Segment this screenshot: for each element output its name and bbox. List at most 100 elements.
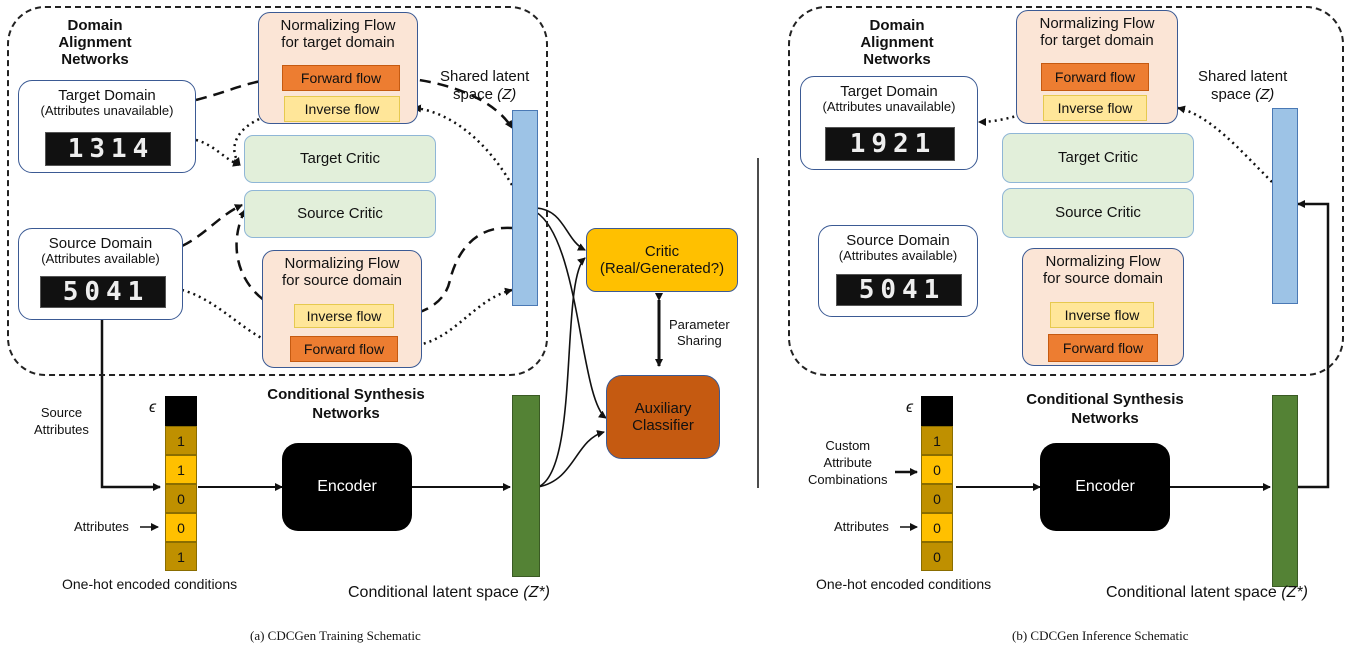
source-to-forward-dotted — [181, 288, 283, 349]
left-aux-line2: Classifier — [632, 417, 694, 434]
right-shared-latent-line2: space (Z) — [1210, 86, 1275, 103]
right-onehot-cell-1: 1 — [921, 426, 953, 455]
left-nf-source-forward: Forward flow — [290, 336, 398, 362]
left-noise-cell — [165, 396, 197, 426]
left-attributes-label: Attributes — [74, 519, 129, 534]
left-epsilon: ϵ — [149, 399, 157, 416]
right-conditional-latent-bar — [1272, 395, 1298, 587]
right-source-digit-3: 4 — [902, 275, 918, 305]
right-nf-source-title1: Normalizing Flow — [1045, 253, 1161, 270]
left-synthesis-line1: Conditional Synthesis — [267, 386, 425, 403]
right-alignment-region — [788, 6, 1344, 376]
right-region-title: Domain Alignment Networks — [860, 17, 934, 68]
right-shared-latent-line1: Shared latent — [1198, 68, 1288, 85]
latent-to-inverse-dotted — [413, 104, 514, 186]
left-source-domain-subtitle: (Attributes available) — [41, 251, 160, 267]
left-synthesis-title: Conditional Synthesis Networks — [246, 386, 446, 424]
right-onehot-cell-5: 0 — [921, 542, 953, 571]
left-source-digits-image: 5 0 4 1 — [40, 276, 166, 308]
right-attributes-label: Attributes — [834, 519, 889, 534]
right-onehot-cell-4: 0 — [921, 513, 953, 542]
left-shared-latent-line2: space (Z) — [452, 86, 517, 103]
left-param-sharing-line1: Parameter — [669, 317, 730, 332]
r-latent-to-inverse-dotted — [1177, 105, 1273, 183]
left-nf-source-title1: Normalizing Flow — [284, 255, 400, 272]
left-shared-latent-var: (Z) — [497, 86, 517, 103]
right-shared-latent-label: Shared latent space (Z) — [1198, 68, 1287, 104]
right-nf-target-forward: Forward flow — [1041, 63, 1149, 91]
right-epsilon: ϵ — [906, 399, 914, 416]
right-source-domain-title: Source Domain — [846, 232, 950, 249]
right-target-domain-title: Target Domain — [840, 83, 938, 100]
left-cond-latent-label: Conditional latent space (Z*) — [348, 584, 550, 602]
left-nf-target-title1: Normalizing Flow — [280, 17, 396, 34]
cond-to-aux-arrow — [537, 430, 605, 488]
right-encoder: Encoder — [1040, 443, 1170, 531]
left-region-title: Domain Alignment Networks — [58, 17, 132, 68]
right-source-digit-4: 1 — [923, 275, 940, 305]
right-nf-target-title1: Normalizing Flow — [1039, 15, 1155, 32]
left-synthesis-line2: Networks — [312, 404, 380, 422]
left-source-attributes-label: Source Attributes — [34, 405, 89, 439]
left-source-digit-4: 1 — [127, 277, 144, 307]
left-param-sharing-label: Parameter Sharing — [669, 317, 730, 348]
left-shared-latent-line1: Shared latent — [440, 68, 530, 85]
left-cond-latent-var: (Z*) — [523, 584, 550, 601]
right-target-digit-3: 2 — [893, 129, 909, 159]
left-onehot-cell-3: 0 — [165, 484, 197, 513]
right-synthesis-line2: Networks — [1071, 409, 1139, 427]
left-critic-gen-line2: (Real/Generated?) — [599, 260, 725, 277]
right-shared-latent-bar — [1272, 108, 1298, 304]
left-auxiliary-classifier: Auxiliary Classifier — [606, 375, 720, 459]
left-onehot-cell-5: 1 — [165, 542, 197, 571]
right-target-domain-subtitle: (Attributes unavailable) — [822, 99, 956, 115]
forward-to-latent-arrow — [401, 76, 514, 129]
left-shared-latent-bar — [512, 110, 538, 306]
right-synthesis-title: Conditional Synthesis Networks — [1010, 391, 1200, 429]
left-nf-source-inverse: Inverse flow — [294, 304, 394, 328]
left-onehot-cell-4: 0 — [165, 513, 197, 542]
right-shared-latent-var: (Z) — [1255, 86, 1275, 103]
right-nf-source-forward: Forward flow — [1048, 334, 1158, 362]
right-source-digit-2: 0 — [880, 275, 896, 305]
left-source-domain-title: Source Domain — [48, 235, 153, 252]
right-nf-target-inverse: Inverse flow — [1043, 95, 1147, 121]
left-aux-line1: Auxiliary — [634, 399, 692, 417]
latent-to-src-inverse-dashed — [404, 226, 513, 319]
shared-to-critic-arrow — [535, 207, 586, 251]
right-onehot-cell-3: 0 — [921, 484, 953, 513]
left-target-digit-4: 4 — [132, 134, 149, 164]
right-source-digit-1: 5 — [858, 275, 875, 305]
left-critic-gen-line1: Critic — [644, 242, 680, 260]
left-conditional-latent-bar — [512, 395, 540, 577]
left-source-critic: Source Critic — [244, 190, 436, 238]
left-source-digit-1: 5 — [62, 277, 79, 307]
right-custom-line3: Combinations — [808, 471, 888, 487]
left-nf-target-title2: for target domain — [281, 34, 395, 52]
right-onehot-label: One-hot encoded conditions — [816, 576, 992, 592]
right-custom-line2: Attribute — [823, 454, 872, 470]
right-cond-latent-text: Conditional latent space — [1106, 584, 1277, 601]
cond-to-critic-arrow — [537, 257, 586, 488]
right-onehot-cell-2: 0 — [921, 455, 953, 484]
left-target-digit-1: 1 — [67, 134, 84, 164]
left-source-attr-line1: Source — [40, 405, 83, 420]
right-nf-source-inverse: Inverse flow — [1050, 302, 1154, 328]
right-cond-latent-var: (Z*) — [1281, 584, 1308, 601]
left-target-domain-subtitle: (Attributes unavailable) — [40, 103, 174, 119]
source-to-critic-dashed — [181, 203, 243, 248]
right-target-digit-1: 1 — [849, 129, 866, 159]
right-target-digit-4: 1 — [914, 129, 931, 159]
left-nf-target-inverse: Inverse flow — [284, 96, 400, 122]
left-encoder: Encoder — [282, 443, 412, 531]
right-synthesis-line1: Conditional Synthesis — [1026, 391, 1184, 408]
left-nf-source-title2: for source domain — [281, 272, 403, 290]
left-alignment-region — [7, 6, 548, 376]
right-source-domain-subtitle: (Attributes available) — [838, 248, 958, 264]
left-target-digit-3: 1 — [111, 134, 127, 164]
right-nf-source-title2: for source domain — [1042, 270, 1164, 288]
left-cond-latent-text: Conditional latent space — [348, 584, 519, 601]
right-source-critic: Source Critic — [1002, 188, 1194, 238]
left-target-critic: Target Critic — [244, 135, 436, 183]
